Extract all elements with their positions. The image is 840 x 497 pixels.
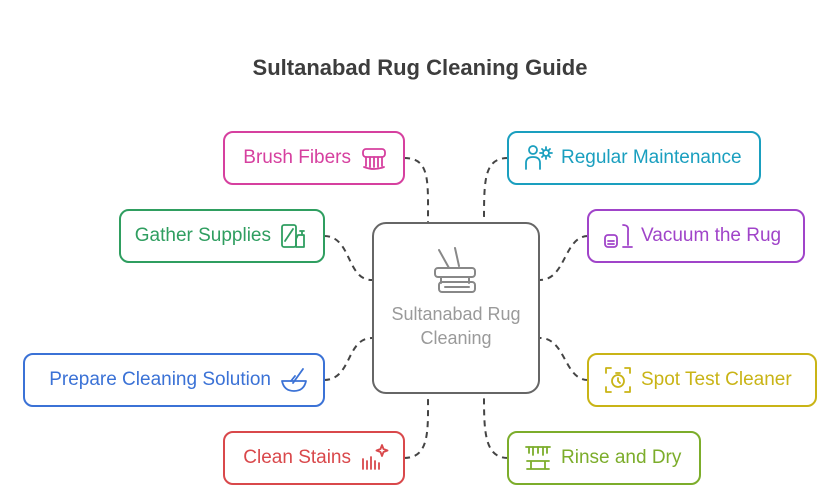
rug-cleaning-icon bbox=[434, 247, 476, 293]
center-label: Sultanabad Rug Cleaning bbox=[391, 304, 521, 348]
brush-icon bbox=[359, 143, 389, 173]
link-brush bbox=[403, 157, 430, 223]
link-stains bbox=[403, 393, 430, 459]
node-rinse-and-dry: Rinse and Dry bbox=[507, 431, 701, 485]
link-maintenance bbox=[483, 157, 509, 223]
link-spot bbox=[539, 337, 589, 381]
node-regular-maintenance: Regular Maintenance bbox=[507, 131, 761, 185]
link-prepare bbox=[323, 337, 373, 381]
node-gather-supplies: Gather Supplies bbox=[119, 209, 325, 263]
link-vacuum bbox=[539, 235, 589, 281]
sparkle-scrub-icon bbox=[359, 443, 389, 473]
node-label: Prepare Cleaning Solution bbox=[49, 369, 271, 390]
center-node: Sultanabad Rug Cleaning bbox=[372, 222, 540, 394]
node-label: Spot Test Cleaner bbox=[641, 369, 792, 390]
node-label: Clean Stains bbox=[243, 447, 351, 468]
node-label: Gather Supplies bbox=[134, 225, 271, 246]
diagram-title: Sultanabad Rug Cleaning Guide bbox=[252, 55, 588, 80]
node-spot-test-cleaner: Spot Test Cleaner bbox=[587, 353, 817, 407]
node-label: Rinse and Dry bbox=[561, 447, 682, 468]
link-rinse bbox=[483, 393, 509, 459]
spray-bottle-icon bbox=[279, 221, 309, 251]
link-gather bbox=[323, 235, 373, 281]
person-gear-icon bbox=[523, 143, 553, 173]
node-vacuum-the-rug: Vacuum the Rug bbox=[587, 209, 805, 263]
mixing-bowl-icon bbox=[279, 365, 309, 395]
vacuum-icon bbox=[603, 221, 633, 251]
node-label: Regular Maintenance bbox=[561, 147, 742, 168]
node-label: Vacuum the Rug bbox=[641, 225, 782, 246]
node-prepare-cleaning-solution: Prepare Cleaning Solution bbox=[23, 353, 325, 407]
timer-test-icon bbox=[603, 365, 633, 395]
node-brush-fibers: Brush Fibers bbox=[223, 131, 405, 185]
node-label: Brush Fibers bbox=[243, 147, 351, 168]
node-clean-stains: Clean Stains bbox=[223, 431, 405, 485]
drying-rack-icon bbox=[523, 443, 553, 473]
